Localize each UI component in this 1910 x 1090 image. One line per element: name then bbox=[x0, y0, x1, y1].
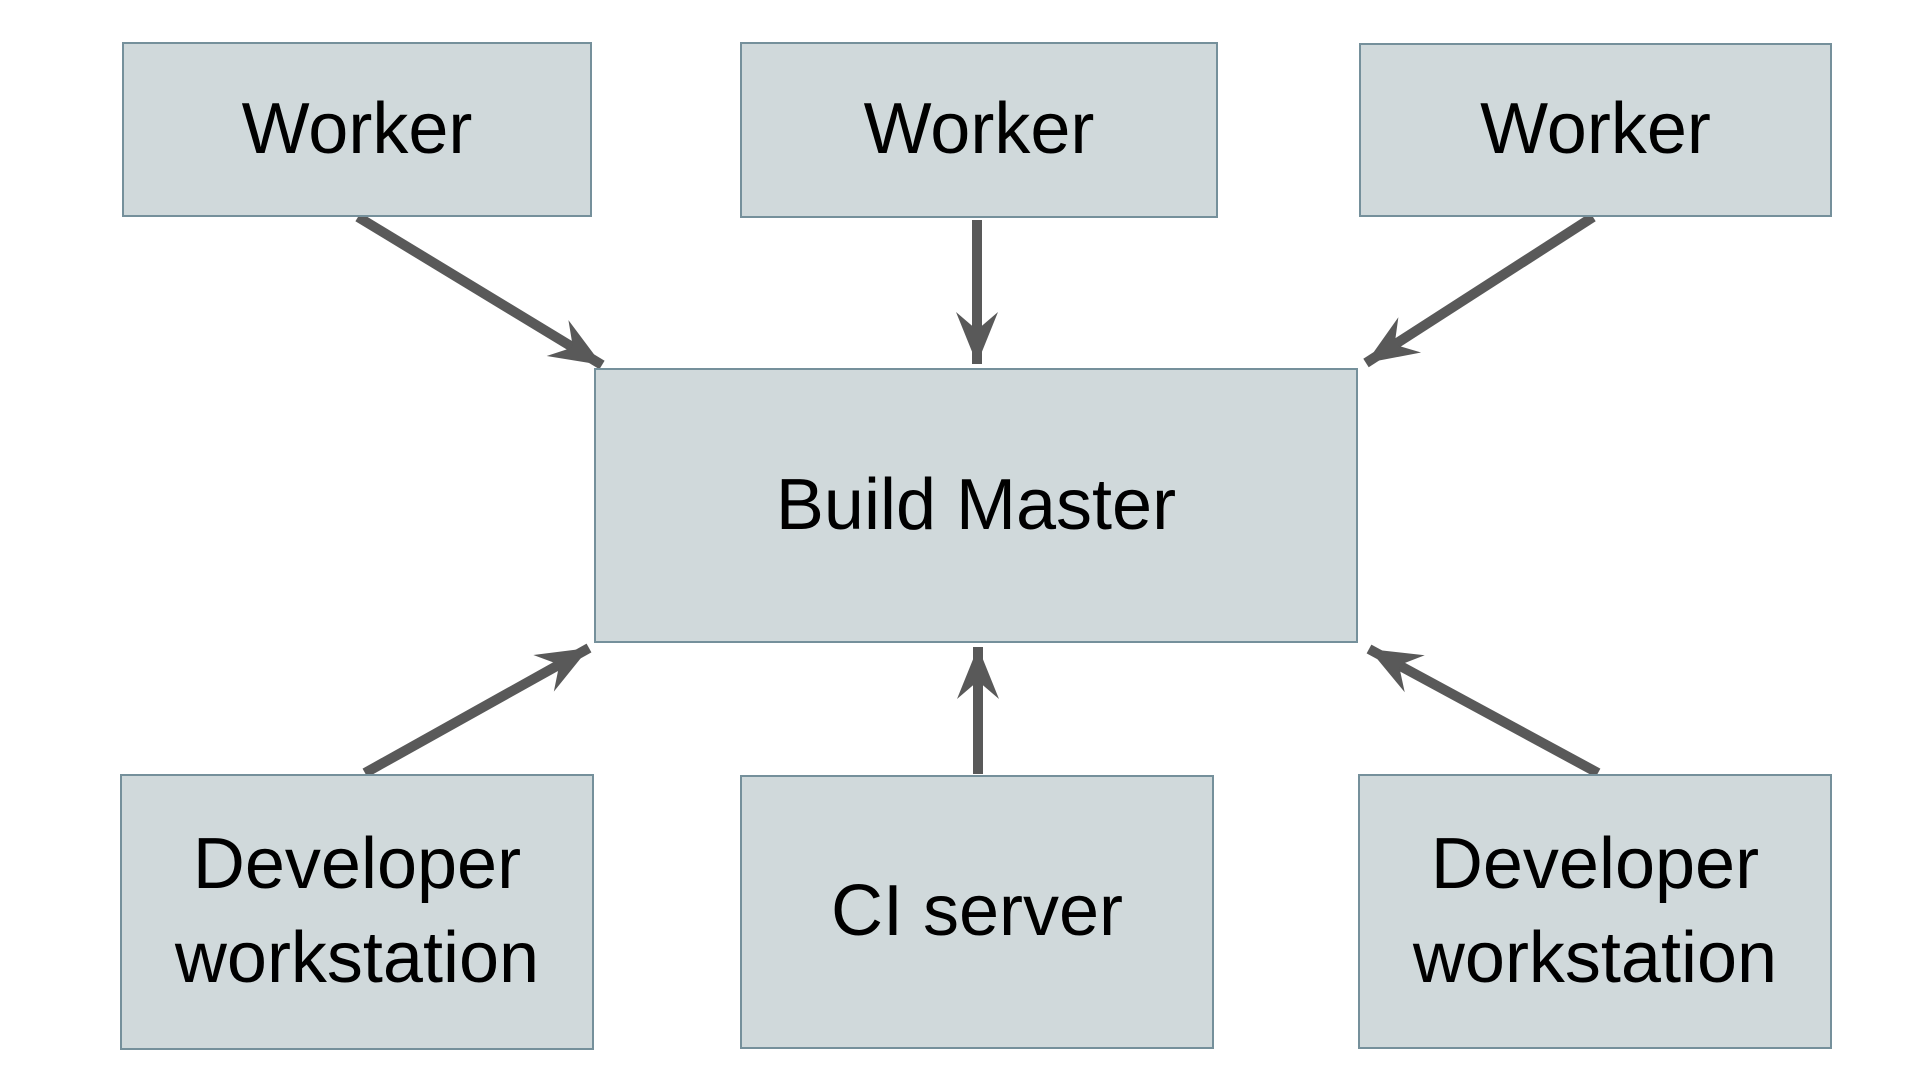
arrow-worker-1-to-build-master bbox=[355, 212, 605, 370]
arrow-developer-workstation-right-to-build-master bbox=[1366, 644, 1601, 778]
node-worker-2: Worker bbox=[740, 42, 1218, 218]
node-build-master-label: Build Master bbox=[775, 464, 1177, 545]
node-worker-2-label: Worker bbox=[863, 89, 1095, 170]
node-developer-workstation-left: Developer workstation bbox=[120, 774, 594, 1050]
node-worker-3-label: Worker bbox=[1480, 89, 1711, 170]
node-developer-workstation-right-label: Developer workstation bbox=[1412, 823, 1778, 998]
node-ci-server-label: CI server bbox=[830, 871, 1124, 952]
node-worker-1: Worker bbox=[122, 42, 592, 217]
node-worker-3: Worker bbox=[1359, 43, 1832, 217]
node-developer-workstation-left-label: Developer workstation bbox=[174, 824, 540, 998]
arrow-worker-3-to-build-master bbox=[1363, 212, 1596, 368]
node-build-master: Build Master bbox=[594, 368, 1358, 643]
node-ci-server: CI server bbox=[740, 775, 1214, 1049]
node-developer-workstation-right: Developer workstation bbox=[1358, 774, 1832, 1049]
arrow-developer-workstation-left-to-build-master bbox=[362, 643, 592, 778]
node-worker-1-label: Worker bbox=[241, 88, 473, 169]
